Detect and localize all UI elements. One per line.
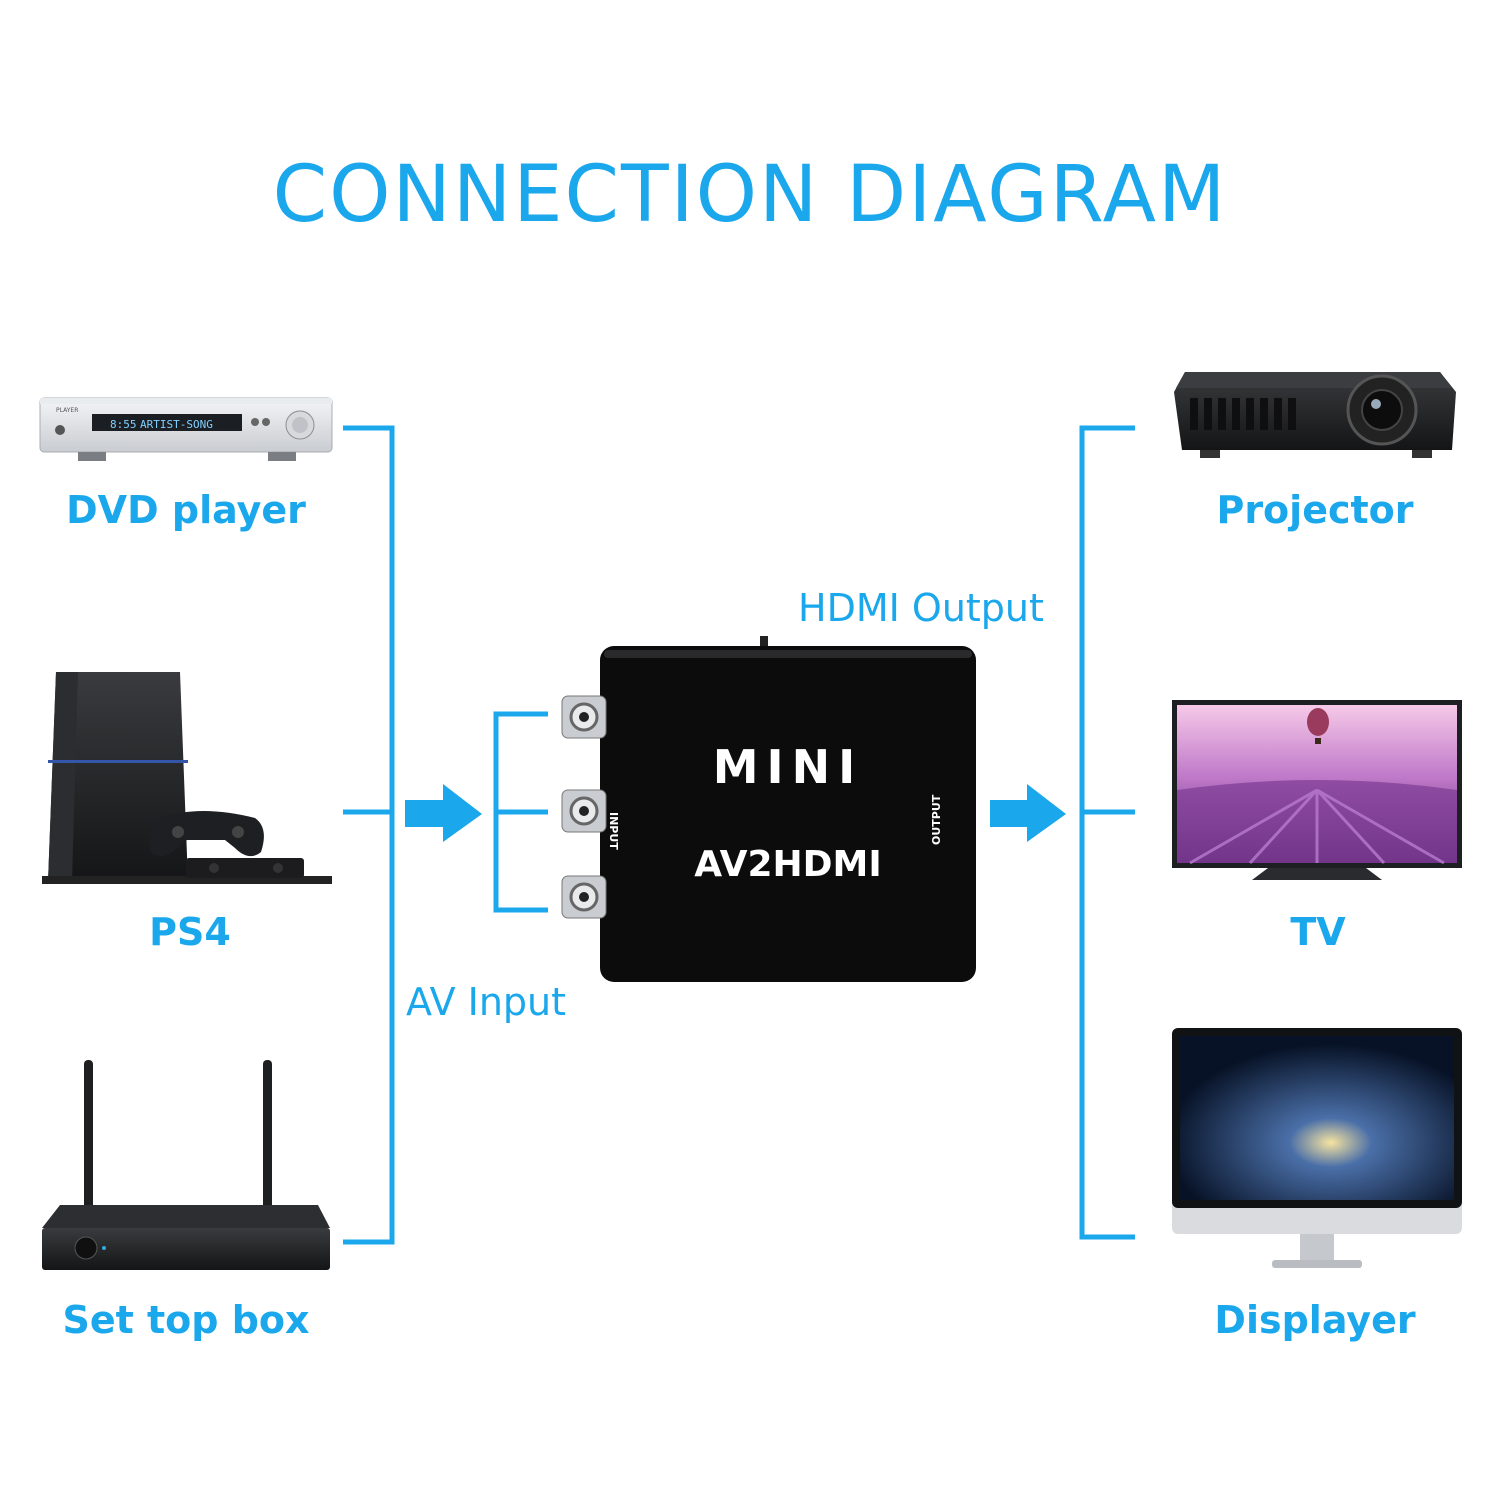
rca-jack-icon [561, 875, 607, 919]
input-device-label: DVD player [66, 488, 306, 532]
input-arrow-icon [405, 784, 482, 842]
projector-icon [1174, 372, 1456, 458]
converter-brand: MINI [712, 740, 864, 794]
output-device-label: TV [1290, 910, 1346, 954]
av2hdmi-converter [561, 636, 976, 982]
output-bracket [1079, 425, 1135, 1240]
output-device-label: Projector [1216, 488, 1414, 532]
input-device-label: Set top box [62, 1298, 310, 1342]
set-top-box-icon [42, 1060, 330, 1270]
diagram-title: CONNECTION DIAGRAM [272, 150, 1228, 240]
svg-text:PLAYER: PLAYER [56, 407, 78, 414]
svg-text:ARTIST-SONG: ARTIST-SONG [140, 418, 213, 431]
svg-text:8:55: 8:55 [110, 418, 137, 431]
rca-bracket [493, 711, 548, 913]
input-device-label: PS4 [149, 910, 231, 954]
converter-output-text: OUTPUT [930, 794, 943, 845]
dvd-player-icon: 8:55 ARTIST-SONG PLAYER [39, 397, 333, 461]
monitor-icon [1172, 1028, 1462, 1268]
hdmi-output-label: HDMI Output [798, 586, 1044, 630]
tv-icon [1172, 700, 1462, 880]
output-device-label: Displayer [1214, 1298, 1416, 1342]
rca-jack-icon [561, 789, 607, 833]
converter-model: AV2HDMI [694, 844, 882, 885]
converter-input-text: INPUT [607, 812, 620, 850]
input-bracket [343, 425, 395, 1245]
av-input-label: AV Input [406, 980, 567, 1024]
output-arrow-icon [990, 784, 1066, 842]
rca-jack-icon [561, 695, 607, 739]
ps4-console-icon [42, 672, 332, 884]
